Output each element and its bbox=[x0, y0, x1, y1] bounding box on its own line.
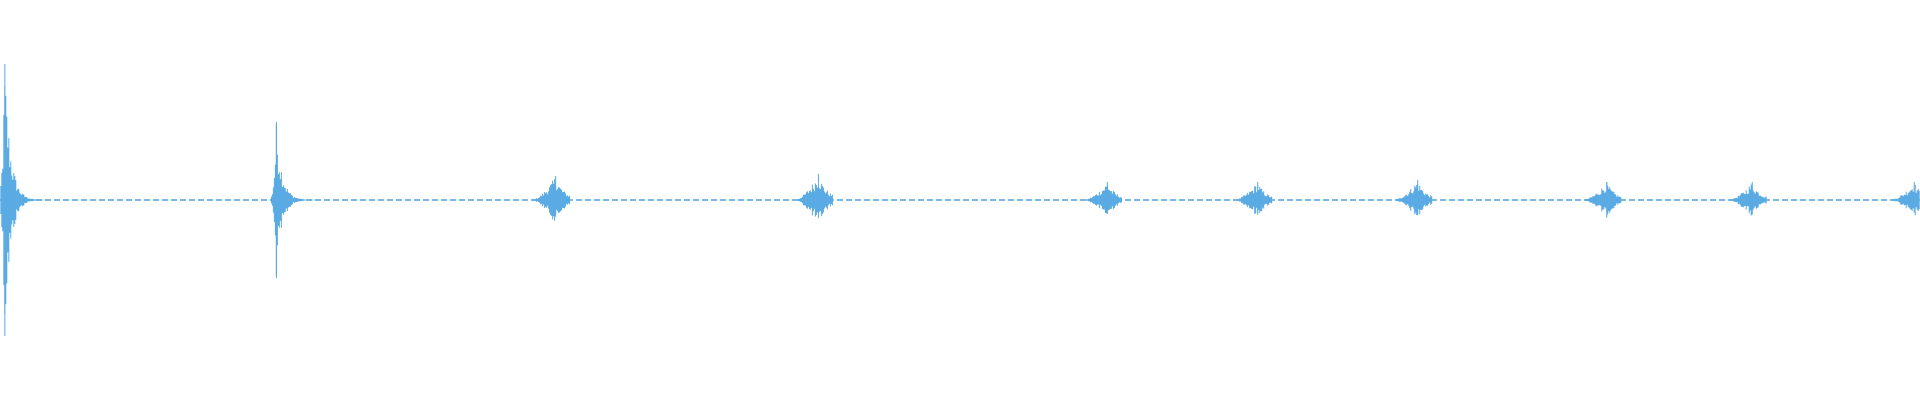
waveform-bursts bbox=[0, 64, 1920, 336]
waveform-burst bbox=[1728, 182, 1767, 216]
waveform-burst-path bbox=[0, 85, 46, 315]
waveform-burst bbox=[0, 64, 46, 336]
waveform-burst bbox=[794, 174, 833, 219]
waveform-burst bbox=[1083, 182, 1122, 214]
waveform-burst-path bbox=[268, 124, 317, 276]
waveform-burst-path bbox=[1234, 185, 1273, 215]
waveform-burst-path bbox=[1583, 182, 1622, 218]
waveform-burst bbox=[1394, 180, 1433, 216]
waveform-burst-path bbox=[794, 183, 833, 217]
waveform-burst-path bbox=[1394, 184, 1433, 216]
waveform-burst bbox=[1583, 182, 1622, 218]
waveform-burst-path bbox=[1083, 186, 1122, 214]
waveform-burst bbox=[1234, 182, 1273, 215]
waveform-burst-path bbox=[1728, 184, 1767, 216]
waveform-burst-path bbox=[1890, 184, 1920, 216]
waveform-burst bbox=[532, 176, 571, 221]
waveform-burst bbox=[268, 122, 317, 278]
waveform-burst-path bbox=[532, 179, 571, 221]
waveform-burst bbox=[1890, 182, 1920, 216]
